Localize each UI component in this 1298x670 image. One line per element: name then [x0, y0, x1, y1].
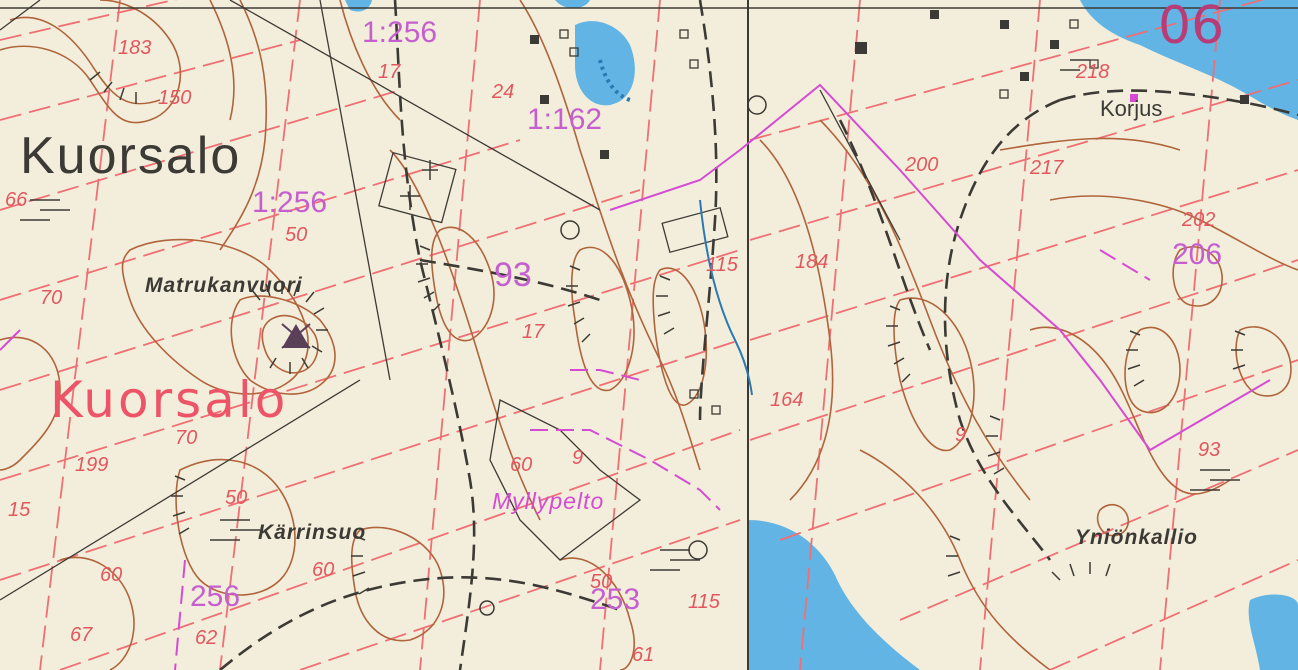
- place-name-myllypelto: Myllypelto: [492, 488, 605, 514]
- cross-symbols: [400, 160, 438, 210]
- place-name-kuorsalo: Kuorsalo: [20, 127, 242, 185]
- elevation-label: 202: [1182, 209, 1216, 231]
- summit-marker: [281, 323, 311, 349]
- elevation-label: 60: [100, 564, 123, 586]
- elevation-label: 61: [632, 644, 655, 666]
- elevation-label: 9: [955, 424, 967, 446]
- elevation-label: 60: [312, 559, 335, 581]
- outline-buildings-layer: [559, 19, 1099, 415]
- elevation-label: 9: [572, 447, 584, 469]
- elevation-label: 150: [158, 87, 192, 109]
- buildings-layer: [530, 10, 1249, 159]
- water-top-mid: [555, 0, 590, 9]
- elevation-label: 115: [706, 254, 738, 276]
- elevation-label: 66: [5, 189, 28, 211]
- place-name-ynionkallio: Yniönkallio: [1075, 526, 1199, 549]
- place-name-karrinsuo: Kärrinsuo: [258, 521, 367, 544]
- water-layer: [345, 0, 1298, 670]
- elevation-label: 164: [770, 389, 804, 411]
- elevation-label: 184: [795, 251, 829, 273]
- sea-northeast: [1080, 0, 1298, 120]
- path-layer: [0, 0, 901, 601]
- elevation-label: 70: [175, 427, 198, 449]
- elevation-label: 70: [40, 287, 63, 309]
- property-number: 253: [590, 583, 641, 616]
- elevation-label: 67: [70, 624, 93, 646]
- elevation-label: 50: [225, 487, 248, 509]
- place-name-matrukanvuori: Matrukanvuori: [145, 274, 303, 297]
- property-number: 256: [190, 580, 241, 613]
- marsh-layer: [20, 59, 1240, 571]
- elevation-label: 115: [688, 591, 720, 613]
- stream: [699, 199, 753, 396]
- property-number: 1:256: [362, 16, 438, 49]
- property-number: 1:256: [252, 186, 328, 219]
- place-name-kuorsalo-red: Kuorsalo: [50, 371, 289, 429]
- elevation-label: 17: [378, 61, 401, 83]
- water-southeast: [1248, 594, 1298, 670]
- elevation-label: 60: [510, 454, 533, 476]
- elevation-label: 200: [905, 154, 939, 176]
- elevation-label: 217: [1030, 157, 1064, 179]
- sheet-number: 06: [1158, 0, 1225, 56]
- property-number: 1:162: [527, 103, 603, 136]
- elevation-label: 50: [590, 571, 613, 593]
- open-circles: [479, 95, 767, 616]
- property-number: 206: [1172, 238, 1223, 271]
- elevation-label: 15: [8, 499, 31, 521]
- pond-shoreline: [598, 59, 631, 102]
- elevation-label: 183: [118, 37, 152, 59]
- elevation-label: 24: [492, 81, 515, 103]
- place-name-korjus: Korjus: [1100, 96, 1163, 121]
- elevation-label: 17: [522, 321, 545, 343]
- cliff-hatching-layer: [89, 71, 1246, 595]
- elevation-label: 62: [195, 627, 218, 649]
- property-border-layer: [0, 83, 1271, 670]
- pond-north: [575, 21, 635, 106]
- elevation-label: 93: [1198, 439, 1221, 461]
- elevation-label: 218: [1076, 61, 1110, 83]
- lake-south: [748, 520, 920, 670]
- property-number: 93: [494, 256, 532, 294]
- road-layer: [219, 0, 1298, 670]
- elevation-label: 199: [75, 454, 109, 476]
- elevation-label: 50: [285, 224, 308, 246]
